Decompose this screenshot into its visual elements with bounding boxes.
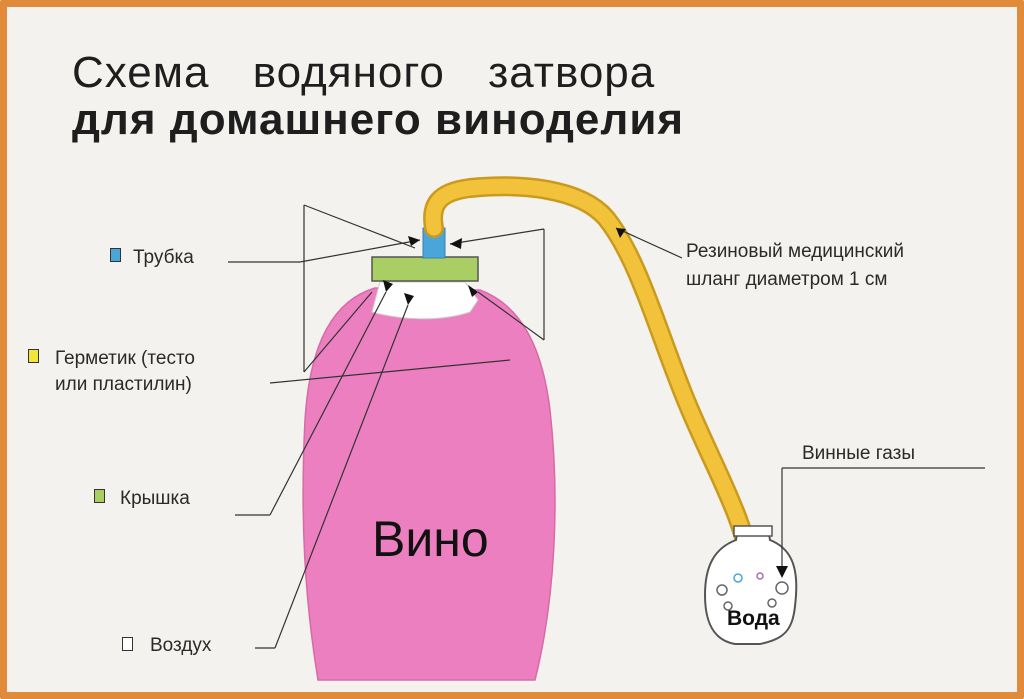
title-line-2: для домашнего виноделия (72, 95, 685, 144)
rubber-hose-inner (425, 178, 760, 583)
water-jar (703, 527, 798, 645)
air-swatch (122, 637, 133, 651)
legend-tube-label: Трубка (133, 247, 194, 268)
hose-label-1: Резиновый медицинский (686, 241, 904, 262)
leader-lines (228, 227, 985, 649)
legend-sealant-label-2: или пластилин) (55, 374, 192, 395)
wine-gases-label: Винные газы (802, 443, 916, 464)
legend-sealant-label: Герметик (тесто (55, 348, 195, 369)
tube-swatch (110, 248, 121, 262)
hose-label-2: шланг диаметром 1 см (686, 269, 888, 290)
cone-lines (303, 204, 545, 373)
legend-lid-label: Крышка (120, 488, 190, 509)
sealant-swatch (28, 349, 39, 363)
arrowheads (383, 228, 788, 578)
bottle-label: Вино (372, 511, 489, 567)
bottle-neck-air (371, 281, 479, 320)
jar-label: Вода (727, 607, 780, 630)
jar-cap (733, 525, 773, 537)
bubbles (716, 572, 789, 611)
title-line-1: Схема водяного затвора (72, 48, 656, 97)
wine-bottle (302, 287, 556, 681)
legend-air-label: Воздух (150, 635, 212, 656)
lid-swatch (94, 489, 105, 503)
